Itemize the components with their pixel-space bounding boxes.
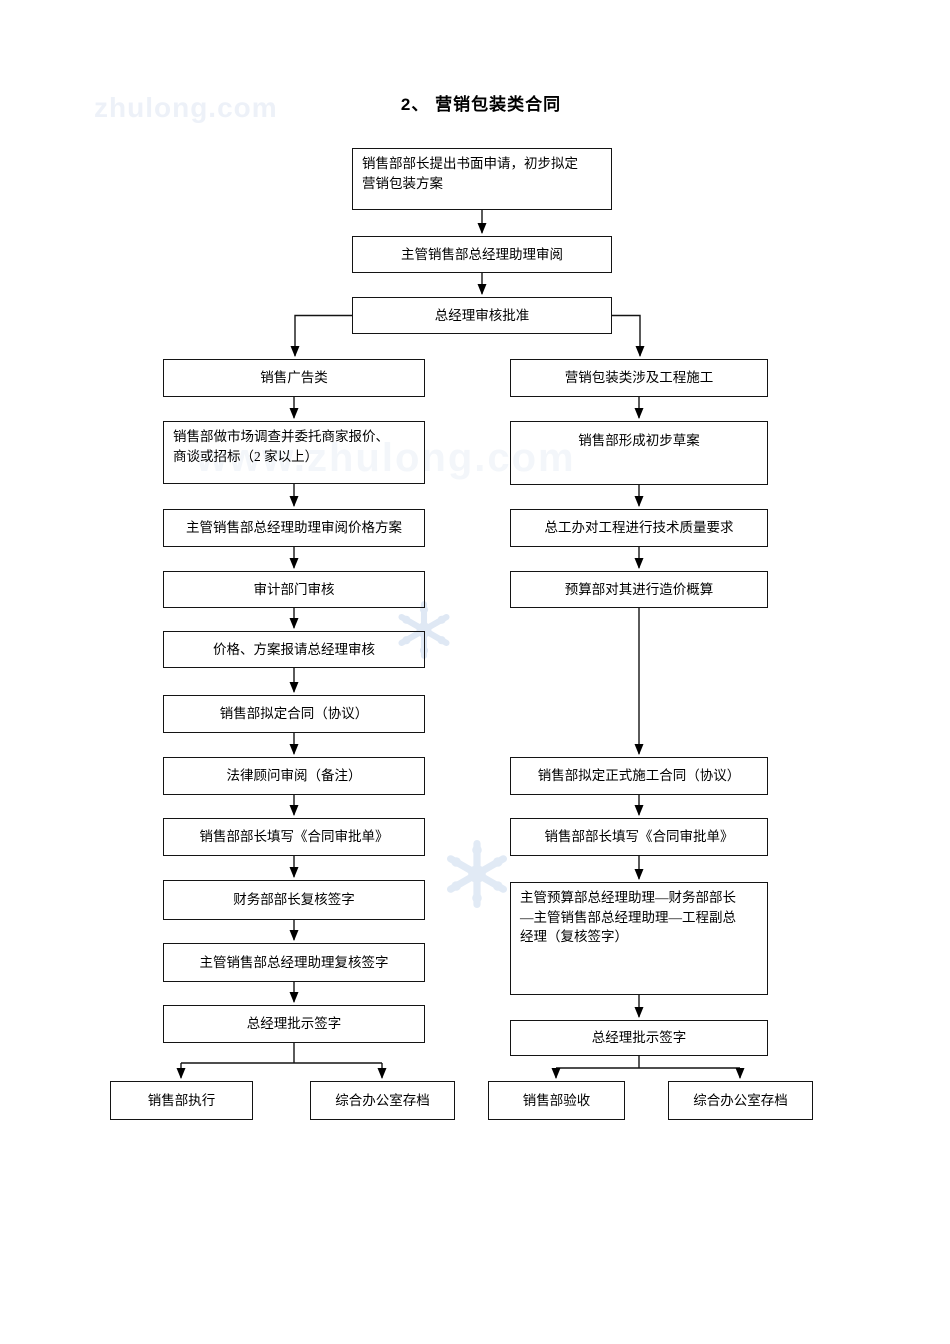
- flow-node-chief-engineer-quality: 总工办对工程进行技术质量要求: [510, 509, 768, 547]
- zhulong-watermark-text: zhulong.com: [94, 92, 278, 123]
- flow-node-budget-estimate: 预算部对其进行造价概算: [510, 571, 768, 608]
- flow-node-sales-execute: 销售部执行: [110, 1081, 253, 1120]
- flow-node-price-plan-gm-review: 价格、方案报请总经理审核: [163, 631, 425, 668]
- flow-node-multi-review-sign: 主管预算部总经理助理—财务部部长 —主管销售部总经理助理—工程副总 经理（复核签…: [510, 882, 768, 995]
- connector-b3-b4: [290, 314, 353, 357]
- flow-node-preliminary-draft: 销售部形成初步草案: [510, 421, 768, 485]
- flow-node-finance-director-sign: 财务部部长复核签字: [163, 880, 425, 920]
- flow-node-office-archive-right: 综合办公室存档: [668, 1081, 813, 1120]
- flow-node-assistant-gm-price-review: 主管销售部总经理助理审阅价格方案: [163, 509, 425, 547]
- flow-node-formal-construction-contract: 销售部拟定正式施工合同（协议）: [510, 757, 768, 795]
- snowflake-watermark-icon: [447, 840, 507, 908]
- connector-b24-split: [556, 1056, 740, 1069]
- flow-node-market-survey: 销售部做市场调查并委托商家报价、 商谈或招标（2 家以上）: [163, 421, 425, 484]
- connector-b14-split: [181, 1043, 382, 1064]
- flow-node-gm-sign-left: 总经理批示签字: [163, 1005, 425, 1043]
- flow-node-contract-approval-form-left: 销售部部长填写《合同审批单》: [163, 818, 425, 856]
- flow-node-gm-sign-right: 总经理批示签字: [510, 1020, 768, 1056]
- flow-node-gm-approval: 总经理审核批准: [352, 297, 612, 334]
- flow-node-legal-review: 法律顾问审阅（备注）: [163, 757, 425, 795]
- flow-node-assistant-gm-sign: 主管销售部总经理助理复核签字: [163, 943, 425, 982]
- flow-node-written-request: 销售部部长提出书面申请，初步拟定 营销包装方案: [352, 148, 612, 210]
- flow-node-draft-contract: 销售部拟定合同（协议）: [163, 695, 425, 733]
- flow-node-office-archive-left: 综合办公室存档: [310, 1081, 455, 1120]
- flow-node-contract-approval-form-right: 销售部部长填写《合同审批单》: [510, 818, 768, 856]
- flow-node-audit-review: 审计部门审核: [163, 571, 425, 608]
- connector-b3-b17: [611, 314, 645, 357]
- flow-node-assistant-gm-review: 主管销售部总经理助理审阅: [352, 236, 612, 273]
- page-title: 2、 营销包装类合同: [400, 95, 562, 114]
- flow-node-sales-acceptance: 销售部验收: [488, 1081, 625, 1120]
- flow-node-sales-ad-category: 销售广告类: [163, 359, 425, 397]
- flow-node-packaging-construction: 营销包装类涉及工程施工: [510, 359, 768, 397]
